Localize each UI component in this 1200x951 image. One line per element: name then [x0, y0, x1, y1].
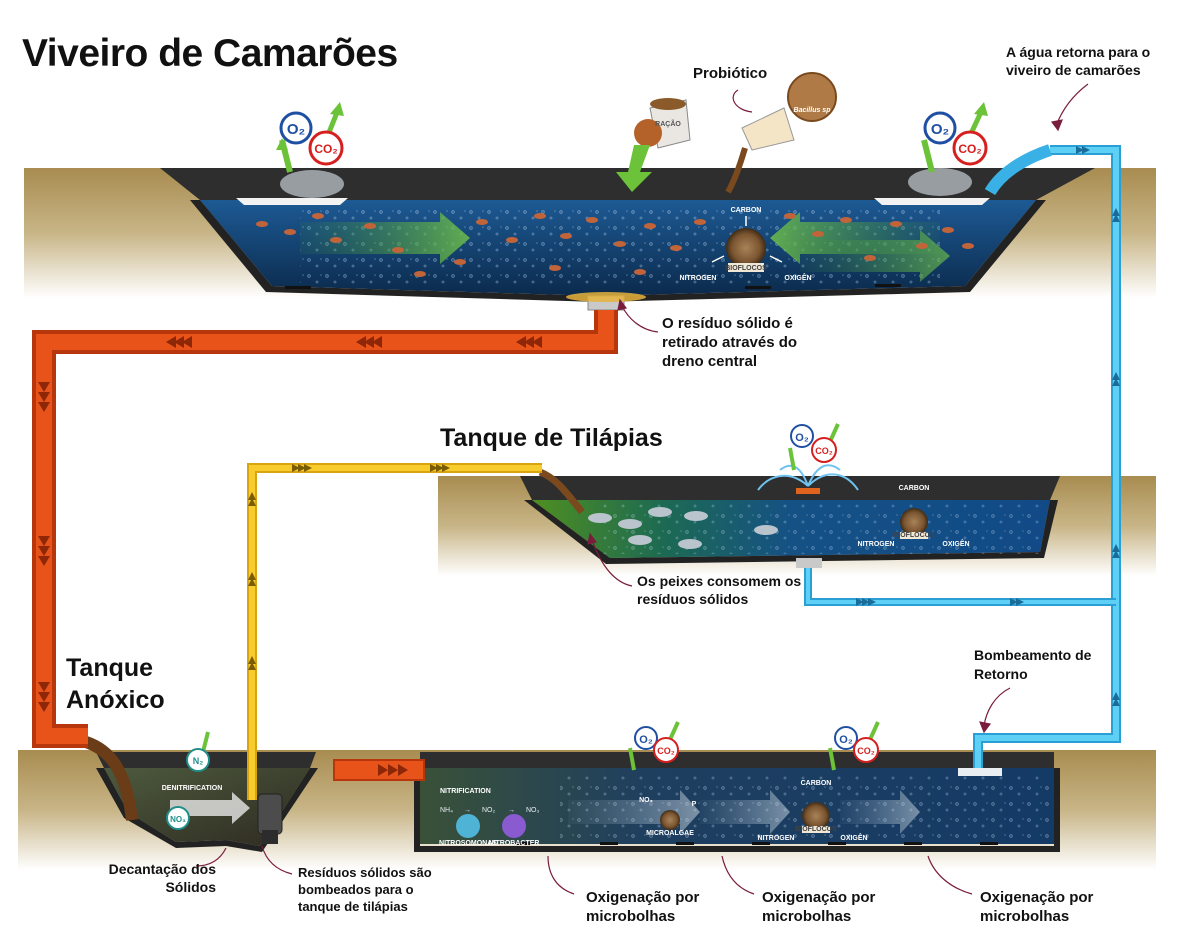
tilapia-tank-title: Tanque de Tilápias [440, 424, 663, 452]
shrimp-population [256, 213, 974, 277]
co2-label: CO₂ [958, 142, 981, 156]
fish-consume-label: Os peixes consomem os resíduos sólidos [637, 573, 802, 607]
water-return-label: A água retorna para o viveiro de camarõe… [1006, 44, 1151, 78]
oxygenation-label-1: Oxigenação por microbolhas [586, 889, 700, 925]
racao-text: RAÇÃO [655, 119, 681, 128]
oxygen-text: OXIGÊN [942, 539, 969, 548]
co2-badges [308, 130, 988, 763]
shrimp-pond-title: Viveiro de Camarões [22, 32, 398, 75]
o2-badges [279, 111, 957, 750]
return-pumping-label: Bombeamento de Retorno [974, 647, 1092, 682]
yellow-pipe [247, 463, 542, 800]
co2-label: CO₂ [857, 746, 875, 756]
nitrification-formula: NH₄ → NO₂ → NO₃ [440, 807, 540, 814]
o2-label: O₂ [639, 734, 653, 746]
co2-label: CO₂ [815, 446, 833, 456]
formula-arrow-icon: → [464, 807, 471, 814]
nitrogen-text: NITROGEN [858, 541, 895, 548]
oxygenation-label-2: Oxigenação por microbolhas [762, 889, 876, 925]
oxygen-text: OXIGÊN [784, 273, 811, 282]
tilapia-tank [520, 464, 1060, 568]
solid-waste-drain-label: O resíduo sólido é retirado através do d… [662, 315, 798, 370]
anoxic-tank-title: Tanque Anóxico [66, 654, 165, 714]
carbon-text: CARBON [801, 780, 832, 787]
carbon-text: CARBON [899, 485, 930, 492]
biofloc-shrimp [711, 216, 783, 272]
microalgae-text: MICROALGAE [646, 830, 694, 837]
anoxic-tank [83, 736, 318, 852]
no3-text: NO₃ [639, 797, 653, 804]
o2-label: O₂ [839, 734, 853, 746]
biofloc-text: BIOFLOCOS [725, 265, 767, 272]
callout-leaders [195, 83, 1089, 895]
o2-label: O₂ [287, 121, 305, 138]
o2-label: O₂ [795, 432, 809, 444]
solids-pumped-label: Resíduos sólidos são bombeados para o ta… [298, 865, 432, 914]
bacillus-text: Bacillus sp [794, 107, 832, 114]
probiotic-label: Probiótico [693, 65, 768, 82]
formula-nh4: NH₄ [440, 807, 453, 814]
decantation-label: Decantação dos Sólidos [108, 861, 216, 895]
biofloc-text: BIOFLOCOS [893, 532, 935, 539]
nitrobacter-text: NITROBACTER [489, 840, 540, 847]
oxygen-text: OXIGÊN [840, 833, 867, 842]
gas-arrows [200, 102, 988, 771]
nitrogen-text: NITROGEN [758, 835, 795, 842]
nitrogen-text: NITROGEN [680, 275, 717, 282]
blue-pipe [804, 144, 1121, 768]
biofloc-text: BIOFLOCOS [795, 826, 837, 833]
red-pipe [32, 310, 618, 781]
shrimp-pond [160, 72, 1095, 311]
p-text: P [692, 801, 697, 808]
o2-label: O₂ [931, 121, 949, 138]
co2-label: CO₂ [314, 142, 337, 156]
denitrification-text: DENITRIFICATION [162, 785, 223, 792]
formula-no2: NO₂ [482, 807, 496, 814]
formula-arrow-icon: → [508, 807, 515, 814]
co2-label: CO₂ [657, 746, 675, 756]
n-badges [166, 748, 210, 830]
nitrosomonas-text: NITROSOMONAS [439, 840, 497, 847]
oxygenation-label-3: Oxigenação por microbolhas [980, 889, 1094, 925]
nitrification-tank [414, 752, 1060, 852]
n2-label: N₂ [193, 756, 204, 766]
nitrification-text: NITRIFICATION [440, 788, 491, 795]
no3-label: NO₃ [170, 815, 186, 824]
carbon-text: CARBON [731, 207, 762, 214]
formula-no3: NO₃ [526, 807, 540, 814]
